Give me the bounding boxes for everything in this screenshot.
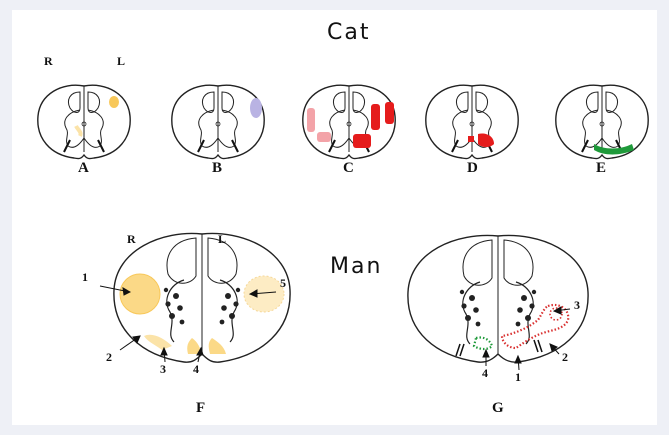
cat-title: Cat (327, 20, 371, 45)
cat-right-label: R (44, 54, 53, 68)
cat-cord-c (301, 84, 397, 160)
cat-left-label: L (117, 54, 126, 68)
man-cord-f (113, 232, 291, 363)
panel-label-g: G (492, 400, 504, 416)
panel-label-b: B (212, 160, 223, 176)
f-callout-5: 5 (280, 276, 286, 290)
panel-g-arrows (482, 306, 571, 371)
f-callout-4: 4 (193, 362, 199, 376)
man-left-label: L (218, 232, 227, 246)
panel-label-d: D (467, 160, 478, 176)
panel-f-arrows (99, 285, 277, 363)
spinal-cord-diagram (36, 84, 650, 371)
man-right-label: R (127, 232, 136, 246)
panel-label-f: F (196, 400, 206, 416)
g-callout-2: 2 (562, 350, 568, 364)
g-callout-3: 3 (574, 298, 580, 312)
f-callout-1: 1 (82, 270, 88, 284)
panel-label-e: E (596, 160, 607, 176)
cat-cord-a (36, 84, 132, 160)
man-title: Man (330, 254, 383, 279)
f-callout-3: 3 (160, 362, 166, 376)
cat-cord-b (170, 84, 266, 160)
cat-cord-e (554, 84, 650, 160)
man-cord-g (407, 234, 589, 363)
g-callout-4: 4 (482, 366, 488, 380)
panel-label-a: A (78, 160, 89, 176)
cat-cord-d (424, 84, 520, 160)
g-callout-1: 1 (515, 370, 521, 384)
panel-label-c: C (343, 160, 354, 176)
f-callout-2: 2 (106, 350, 112, 364)
figure-panel: Cat Man R L R L A B C D E F G 1 2 3 4 5 … (12, 10, 657, 425)
